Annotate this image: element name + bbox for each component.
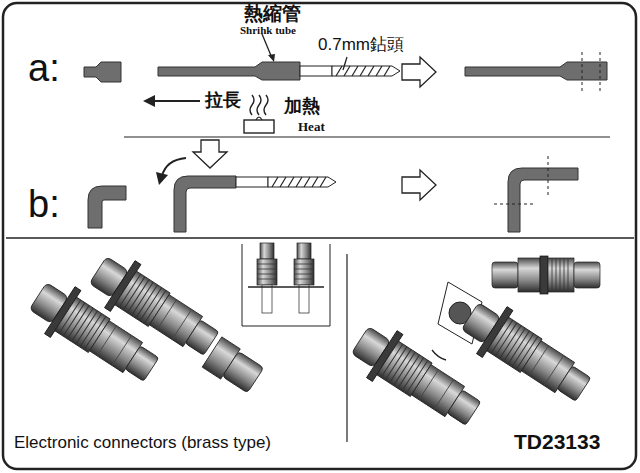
product-code: TD23133	[514, 430, 600, 453]
connector	[455, 293, 599, 413]
part-name: Shrihk tube	[240, 24, 296, 36]
drill-bit	[236, 177, 336, 187]
arrowhead	[143, 95, 155, 107]
step-letter: b:	[28, 184, 60, 226]
shrunk-tube	[465, 62, 607, 80]
drill-bit	[300, 66, 400, 76]
instruction-label: 拉長	[205, 91, 241, 111]
part-name: 熱縮管	[244, 4, 301, 25]
instruction-label: Heat	[298, 120, 325, 134]
shrink-tube	[158, 62, 300, 80]
part-name: 0.7mm鉆頭	[318, 36, 404, 55]
hollow-arrow	[402, 170, 436, 200]
stretch-arrow	[152, 100, 200, 102]
bent-tube	[174, 176, 236, 232]
leader-arrowhead	[268, 54, 275, 62]
divider	[6, 237, 634, 238]
motion-arrow	[432, 350, 446, 360]
flame	[256, 117, 262, 120]
heater	[244, 120, 274, 133]
frame	[3, 3, 636, 469]
connector	[83, 247, 227, 367]
arrowhead	[156, 172, 168, 185]
heat-symbol	[250, 95, 268, 115]
divider	[124, 136, 610, 137]
step-letter: a:	[28, 48, 60, 90]
cut-line	[494, 156, 548, 204]
caption: Electronic connectors (brass type)	[14, 434, 271, 453]
divider	[346, 254, 347, 442]
instruction-label: 加熱	[284, 97, 320, 117]
tube-icon	[84, 62, 121, 82]
hollow-arrow	[402, 57, 436, 87]
bend-arrow	[162, 158, 186, 176]
leader-line	[343, 57, 347, 70]
elbow-icon	[88, 186, 126, 228]
bent-result	[508, 168, 578, 232]
cut-line	[582, 52, 600, 92]
connector-schematic	[242, 243, 330, 326]
leader-line	[262, 34, 272, 58]
hollow-arrow	[193, 140, 227, 168]
connector-cap	[202, 337, 265, 396]
connector-pair	[492, 256, 600, 294]
